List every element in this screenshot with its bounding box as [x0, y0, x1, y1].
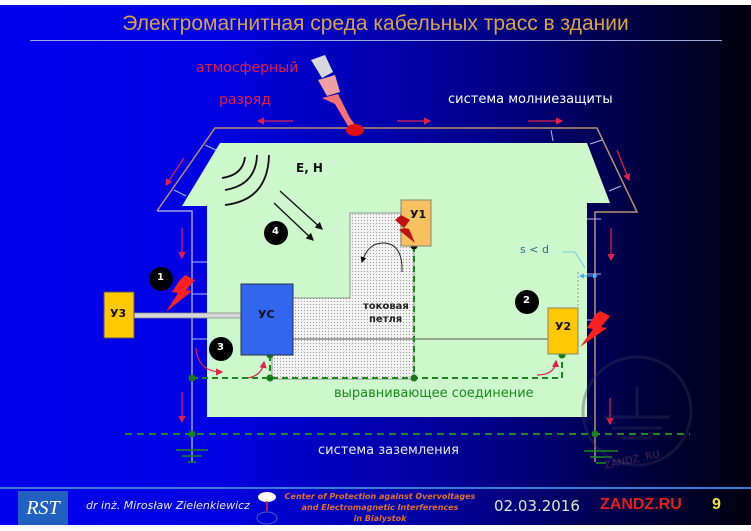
label-atmospheric: атмосферный: [196, 60, 299, 76]
surge-icon-1: [166, 275, 195, 312]
em-wave-icon: [221, 154, 270, 206]
footer: RST dr inż. Mirosław Zielenkiewicz Cente…: [0, 487, 751, 527]
device-u3[interactable]: [103, 291, 135, 339]
ground-symbol-left: [176, 449, 208, 463]
lightning-protection-conductor: [156, 127, 639, 462]
device-us-label: УС: [258, 308, 275, 321]
label-discharge: разряд: [219, 92, 271, 108]
label-current-loop-1: токовая: [363, 301, 409, 312]
label-distance: s < d: [520, 243, 549, 256]
cable-u3-us: [133, 312, 243, 319]
page-title: Электромагнитная среда кабельных трасс в…: [122, 12, 629, 35]
watermark-logo: [581, 355, 693, 467]
label-lightning-protection: система молниезащиты: [448, 92, 613, 107]
marker-1: 1: [157, 272, 164, 283]
label-equipotential: выравнивающее соединение: [334, 386, 534, 401]
device-us[interactable]: [240, 283, 294, 356]
surge-icon-u1: [395, 215, 415, 243]
device-u2-label: У2: [555, 320, 572, 333]
title-divider: [30, 40, 722, 41]
footer-center-line1: Center of Protection against Overvoltage…: [284, 492, 476, 501]
numbered-markers: [149, 221, 539, 361]
rst-logo: RST: [18, 491, 68, 525]
center-logo-icon: [256, 492, 278, 525]
current-loop-arrow: [360, 242, 403, 273]
marker-3: 3: [217, 342, 224, 353]
page-number: 9: [712, 496, 721, 513]
lightning-bolt-strike: [311, 55, 364, 136]
label-current-loop-2: петля: [369, 314, 403, 325]
equipotential-bonding-line: [192, 246, 563, 379]
marker-2: 2: [523, 295, 530, 306]
ground-symbol-right: [584, 450, 618, 464]
em-field-arrows: [273, 190, 323, 241]
marker-4: 4: [272, 226, 279, 237]
footer-site-link[interactable]: ZANDZ.RU: [600, 496, 682, 513]
footer-center-line3: in Bialystok: [353, 514, 407, 523]
label-earthing: система заземления: [318, 443, 459, 458]
label-em-field: E, H: [296, 161, 323, 175]
surge-icon-2: [580, 311, 610, 347]
footer-center-name: Center of Protection against Overvoltage…: [280, 491, 480, 524]
device-u3-label: У3: [110, 307, 127, 320]
current-flow-arrows: [165, 117, 631, 426]
device-u1-label: У1: [410, 208, 427, 221]
footer-author: dr inż. Mirosław Zielenkiewicz: [86, 499, 250, 512]
device-u2[interactable]: [547, 307, 579, 355]
footer-center-line2: and Electromagnetic Interferences: [301, 503, 459, 512]
footer-date: 02.03.2016: [494, 497, 580, 515]
